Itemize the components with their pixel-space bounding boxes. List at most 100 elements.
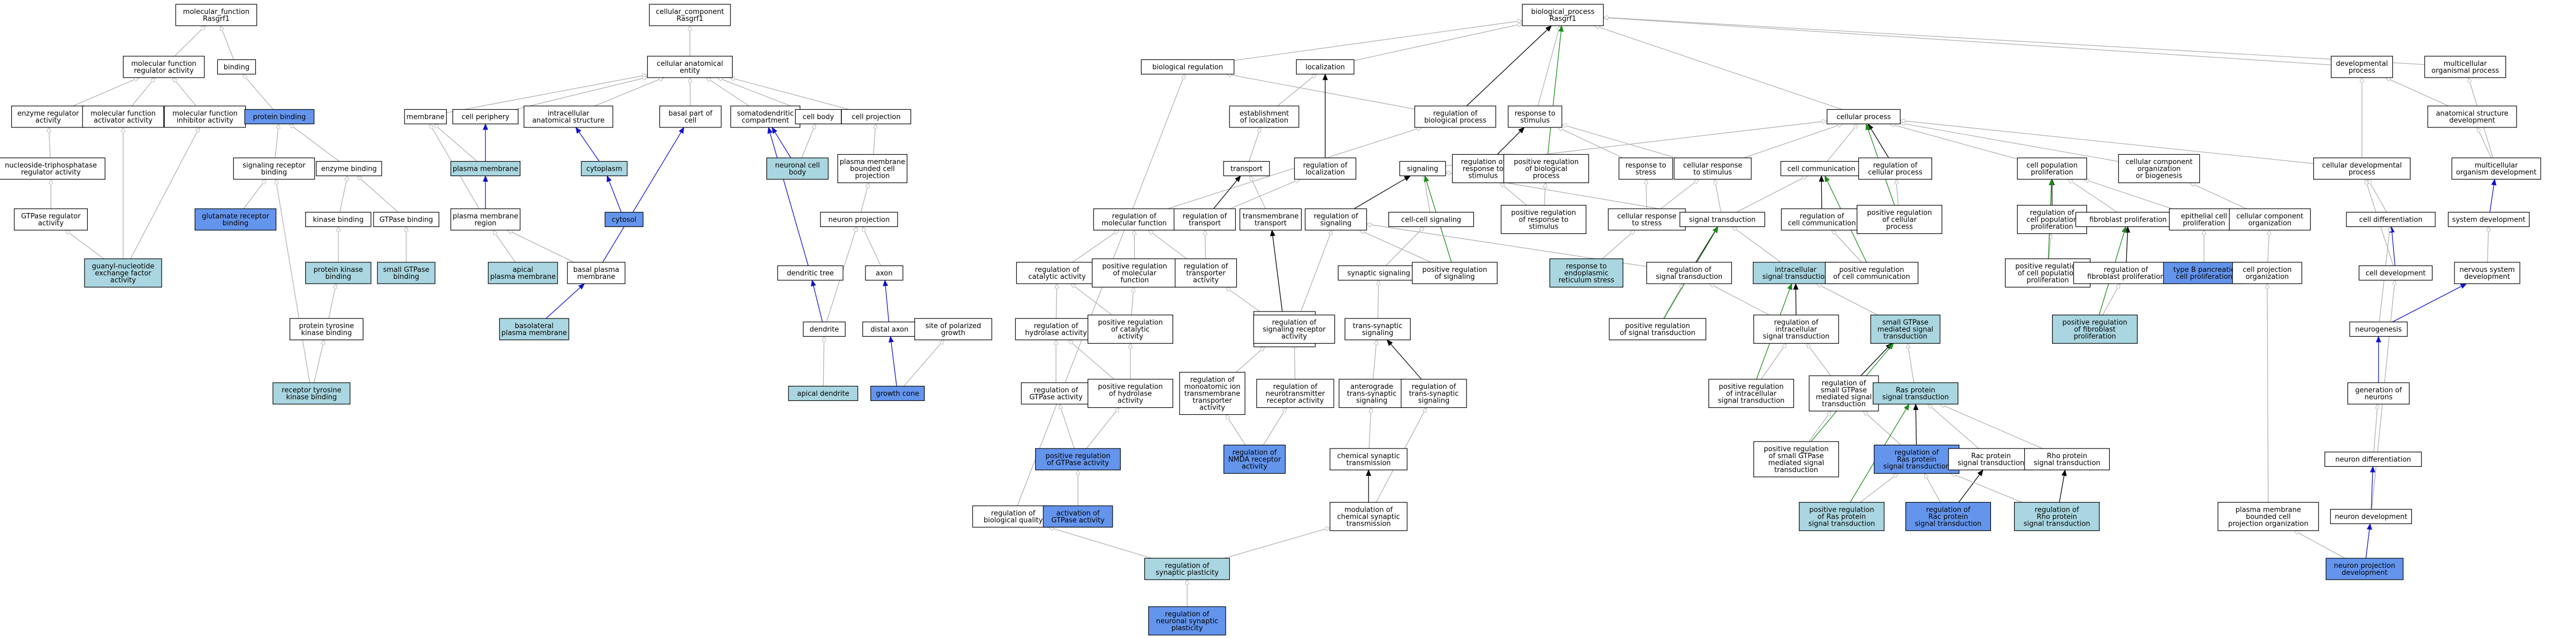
go-term-node-kinbind[interactable]: kinase binding (305, 211, 371, 227)
go-term-node-transport[interactable]: transport (1223, 161, 1270, 177)
go-term-node-neurproj[interactable]: neuron projection (820, 211, 898, 227)
go-term-node-celldiff[interactable]: cell differentiation (2346, 211, 2436, 227)
go-term-node-dendrite[interactable]: dendrite (803, 321, 846, 337)
go-term-node-fibroprolif[interactable]: fibroblast proliferation (2075, 211, 2181, 227)
go-term-node-growthcone[interactable]: growth cone (870, 385, 925, 401)
go-term-node-apicalden[interactable]: apical dendrite (788, 385, 858, 401)
go-term-node-axon[interactable]: axon (865, 265, 903, 281)
go-term-node-pm[interactable]: plasma membrane (450, 161, 521, 177)
go-term-node-cellcellsig[interactable]: cell-cell signaling (1388, 211, 1474, 227)
go-term-node-neurogen[interactable]: neurogenesis (2349, 321, 2408, 337)
go-term-node-bioreg[interactable]: biological regulation (1141, 59, 1235, 75)
go-term-node-cellproj[interactable]: cell projection (841, 109, 911, 125)
go-term-node-membrane[interactable]: membrane (404, 109, 447, 125)
go-term-node-cellproc[interactable]: cellular process (1827, 109, 1901, 125)
go-term-node-signaling[interactable]: signaling (1399, 161, 1446, 177)
go-term-node-celldev[interactable]: cell development (2359, 265, 2433, 281)
go-term-node-gtpbind[interactable]: GTPase binding (373, 211, 439, 227)
go-term-node-sysdev[interactable]: system development (2448, 211, 2530, 227)
go-term-node-cellbody[interactable]: cell body (795, 109, 842, 125)
go-term-node-periph[interactable]: cell periphery (452, 109, 519, 125)
go-term-node-cyto[interactable]: cytoplasm (581, 161, 628, 177)
go-term-node-sigtrans[interactable]: signal transduction (1680, 211, 1765, 227)
go-term-node-enzbind[interactable]: enzyme binding (316, 161, 382, 177)
go-term-node-cellcomm[interactable]: cell communication (1780, 161, 1863, 177)
go-term-node-neurdiff[interactable]: neuron differentiation (2324, 451, 2422, 467)
go-term-node-local[interactable]: localization (1296, 59, 1355, 75)
go-term-node-protbind[interactable]: protein binding (244, 109, 315, 125)
